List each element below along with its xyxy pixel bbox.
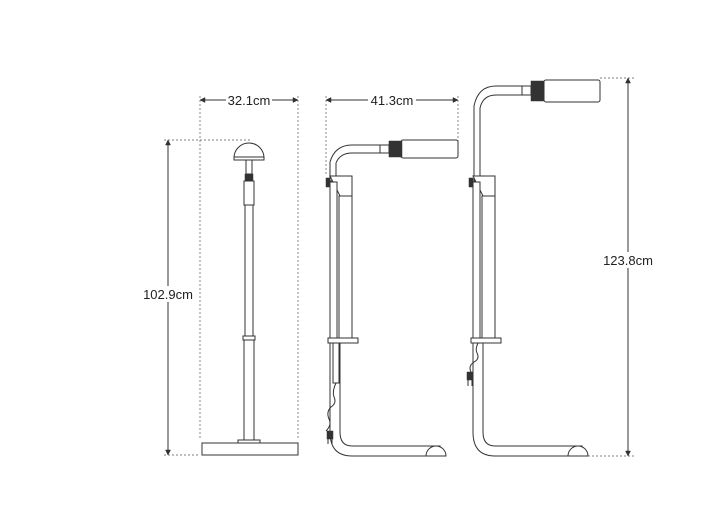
side-width-dimension: 41.3cm [325, 92, 459, 108]
front-width-label: 32.1cm [228, 93, 271, 108]
high-height-dimension: 123.8cm [588, 77, 656, 457]
low-height-dimension: 102.9cm [142, 139, 194, 456]
side-width-label: 41.3cm [371, 93, 414, 108]
high-height-label: 123.8cm [603, 253, 653, 268]
side-view-lamp-high [466, 79, 601, 457]
front-width-dimension: 32.1cm [199, 92, 299, 108]
low-height-label: 102.9cm [143, 287, 193, 302]
side-view-lamp-low [325, 96, 459, 457]
front-view-lamp [164, 96, 299, 456]
